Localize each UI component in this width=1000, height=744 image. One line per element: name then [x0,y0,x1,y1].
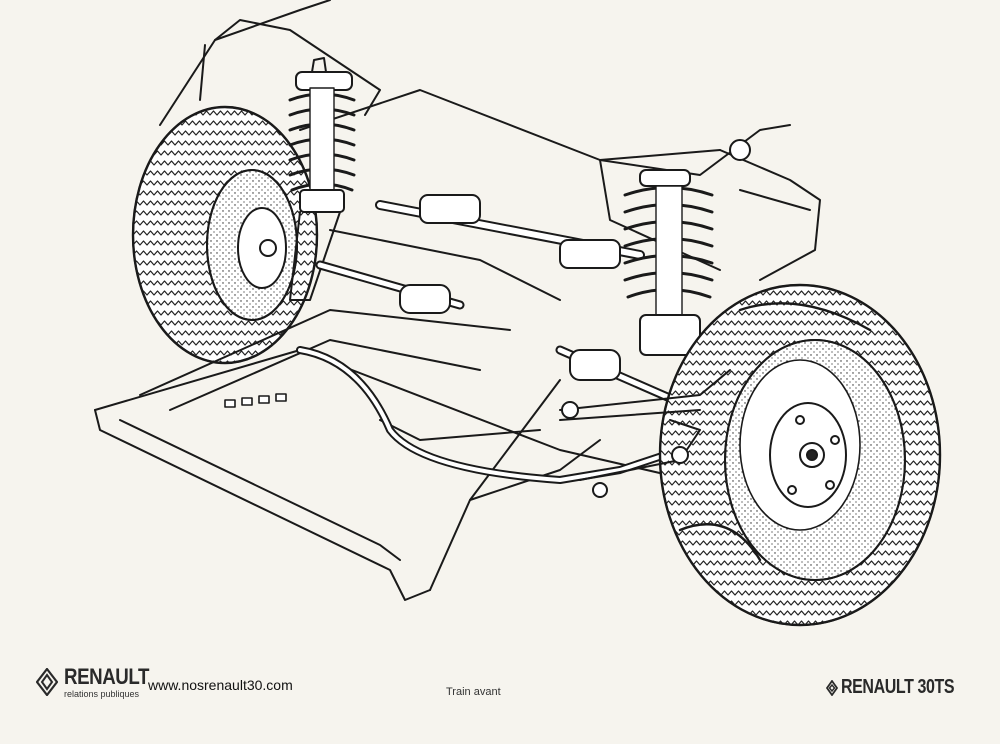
right-wheel [658,283,942,627]
left-wheel [131,105,319,365]
renault-relations-publiques-logo: RENAULT relations publiques [36,660,164,704]
brand-name: RENAULT [64,663,149,689]
right-lower-arm [559,369,731,498]
image-caption: Train avant [446,686,501,698]
renault-diamond-icon [36,668,58,696]
website-url: www.nosrenault30.com [148,677,293,693]
anti-roll-bar [296,346,684,484]
steering-rack [375,124,791,269]
renault-diamond-small-icon [826,679,838,696]
model-name: RENAULT 30TS [841,676,955,698]
model-logo: RENAULT 30TS [826,676,982,699]
left-strut [288,57,356,301]
brand-subtitle: relations publiques [64,688,140,699]
front-suspension-illustration [94,0,942,627]
right-strut [623,169,714,356]
body-structure [159,0,821,301]
